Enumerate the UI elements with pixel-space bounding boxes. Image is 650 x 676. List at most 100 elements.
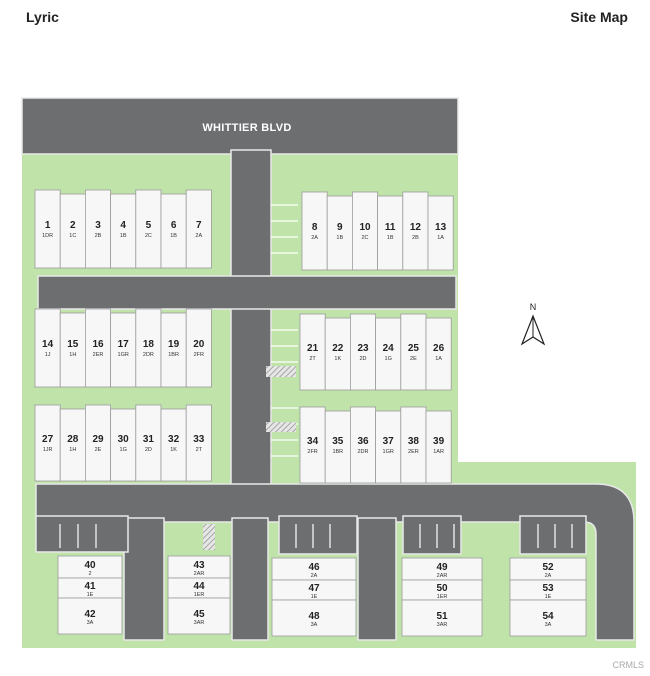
lot-outline [301, 191, 328, 271]
lot-number: 23 [357, 343, 369, 354]
lot-number: 20 [193, 339, 205, 350]
lot-plan: 2 [88, 571, 91, 577]
lot-number: 24 [383, 343, 395, 354]
lot-outline [85, 404, 112, 482]
lot-number: 29 [92, 434, 104, 445]
drive-lane-2 [278, 515, 358, 555]
roads [21, 97, 635, 641]
lot-plan: 2A [311, 235, 318, 241]
lot-plan: 2E [410, 356, 417, 362]
lot-outline [349, 313, 376, 391]
watermark: CRMLS [612, 660, 644, 670]
lot-40: 402 [57, 555, 123, 579]
lot-number: 39 [433, 436, 445, 447]
lot-plan: 1H [69, 447, 76, 453]
lot-number: 27 [42, 434, 54, 445]
lot-outline [324, 317, 351, 391]
lot-number: 36 [357, 436, 369, 447]
lot-plan: 1DR [42, 233, 53, 239]
lot-outline [34, 308, 61, 388]
lot-outline [135, 308, 162, 388]
lot-outline [110, 408, 137, 482]
hatched-area-mid [266, 422, 296, 432]
lot-number: 17 [118, 339, 130, 350]
hatched-area-south [203, 524, 215, 550]
lot-number: 5 [146, 220, 152, 231]
street-label: WHITTIER BLVD [202, 122, 291, 134]
lot-outline [425, 410, 452, 484]
lot-plan: 2FR [307, 449, 317, 455]
lot-number: 19 [168, 339, 180, 350]
lot-plan: 2C [361, 235, 368, 241]
lot-plan: 2E [95, 447, 102, 453]
lot-plan: 1B [170, 233, 177, 239]
lot-number: 15 [67, 339, 79, 350]
lot-outline [185, 308, 212, 388]
lot-plan: 1B [387, 235, 394, 241]
lot-plan: 1B [336, 235, 343, 241]
lot-number: 47 [308, 583, 320, 594]
lot-number: 21 [307, 343, 319, 354]
lot-plan: 1K [334, 356, 341, 362]
lot-7: 72A [185, 189, 212, 269]
lot-plan: 2ER [93, 352, 104, 358]
lot-plan: 1JR [43, 447, 53, 453]
lot-plan: 1ER [437, 594, 448, 600]
lot-plan: 2AR [437, 573, 448, 579]
lot-number: 1 [45, 220, 51, 231]
lot-plan: 2D [145, 447, 152, 453]
hatched-area-north [266, 366, 296, 377]
lot-number: 10 [359, 222, 371, 233]
lot-plan: 1G [385, 356, 392, 362]
lot-plan: 1C [69, 233, 76, 239]
lot-outline [375, 317, 402, 391]
lot-outline [135, 404, 162, 482]
lot-outline [326, 195, 353, 271]
lot-3: 32B [85, 189, 112, 269]
lot-outline [299, 406, 326, 484]
lot-plan: 2A [545, 573, 552, 579]
parking-stalls [59, 204, 573, 550]
lot-number: 45 [193, 609, 205, 620]
lot-number: 14 [42, 339, 54, 350]
lot-number: 30 [118, 434, 130, 445]
lot-number: 35 [332, 436, 344, 447]
lot-number: 13 [435, 222, 447, 233]
lot-plan: 2B [95, 233, 102, 239]
map-title: Lyric [26, 9, 59, 25]
lot-number: 32 [168, 434, 180, 445]
lot-number: 54 [542, 611, 554, 622]
lot-number: 48 [308, 611, 320, 622]
lot-outline [160, 408, 187, 482]
lots-layer: 11DR21C32B41B52C61B72A82A91B102C111B122B… [34, 189, 587, 637]
lot-plan: 2A [311, 573, 318, 579]
lot-number: 7 [196, 220, 202, 231]
lot-outline [34, 189, 61, 269]
lot-plan: 3A [87, 620, 94, 626]
lot-6: 61B [160, 193, 187, 269]
cross-street [37, 275, 457, 310]
lot-number: 37 [383, 436, 395, 447]
